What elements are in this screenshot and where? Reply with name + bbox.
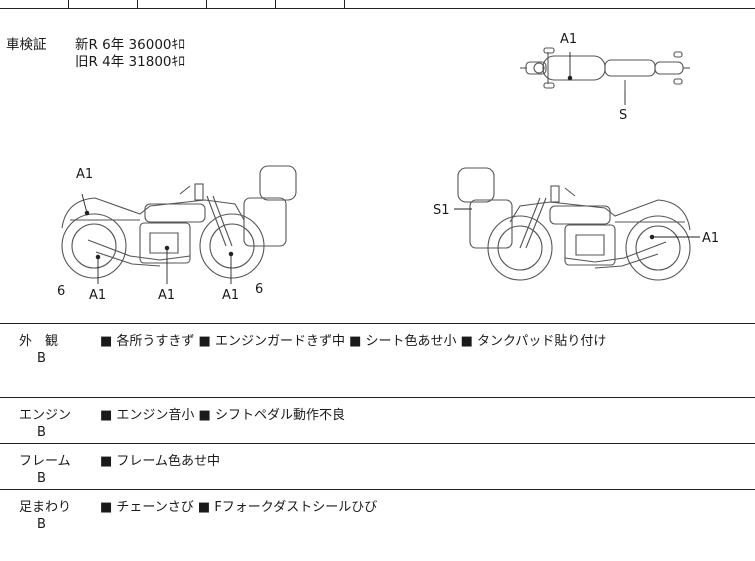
section-exterior: 外 観 B ■ 各所うすきず ■ エンジンガードきず中 ■ シート色あせ小 ■ … [0,324,755,398]
inspection-old: 旧R 4年 31800ｷﾛ [75,54,185,70]
section-frame: フレーム B ■ フレーム色あせ中 [0,444,755,490]
left-view-mark: A1 [158,288,175,303]
section-grade: B [37,425,46,440]
left-view-mark: 6 [255,282,263,297]
section-name: 外 観 [19,334,59,349]
left-view-mark: A1 [89,288,106,303]
section-notes: ■ チェーンさび ■ Fフォークダストシールひび [100,500,378,515]
section-name: フレーム [19,454,71,469]
section-name: 足まわり [19,500,72,515]
damage-diagram-panel: 車検証 新R 6年 36000ｷﾛ 旧R 4年 31800ｷﾛ [0,8,755,324]
right-side-motorcycle-icon [457,167,691,281]
right-view-mark: A1 [702,231,719,246]
motorcycle-diagram: A1 S A1 6 A1 A1 A1 6 S1 A1 [57,32,719,303]
section-notes: ■ エンジン音小 ■ シフトペダル動作不良 [100,408,345,423]
inspection-new: 新R 6年 36000ｷﾛ [75,37,185,53]
left-view-mark: A1 [222,288,239,303]
section-grade: B [37,351,46,366]
header-table-edge [0,0,755,9]
top-view-motorcycle-icon [520,47,690,90]
left-view-mark: 6 [57,284,65,299]
top-view-mark: A1 [560,32,577,47]
inspection-label: 車検証 [6,37,47,53]
section-name: エンジン [19,408,72,423]
section-notes: ■ フレーム色あせ中 [100,454,221,469]
left-view-mark: A1 [76,167,93,182]
right-view-mark: S1 [433,203,450,218]
section-grade: B [37,517,46,532]
top-view-mark: S [619,108,627,123]
section-engine: エンジン B ■ エンジン音小 ■ シフトペダル動作不良 [0,398,755,444]
left-side-motorcycle-icon [61,165,297,279]
section-grade: B [37,471,46,486]
section-suspension: 足まわり B ■ チェーンさび ■ Fフォークダストシールひび [0,490,755,561]
section-notes: ■ 各所うすきず ■ エンジンガードきず中 ■ シート色あせ小 ■ タンクパッド… [100,334,607,349]
